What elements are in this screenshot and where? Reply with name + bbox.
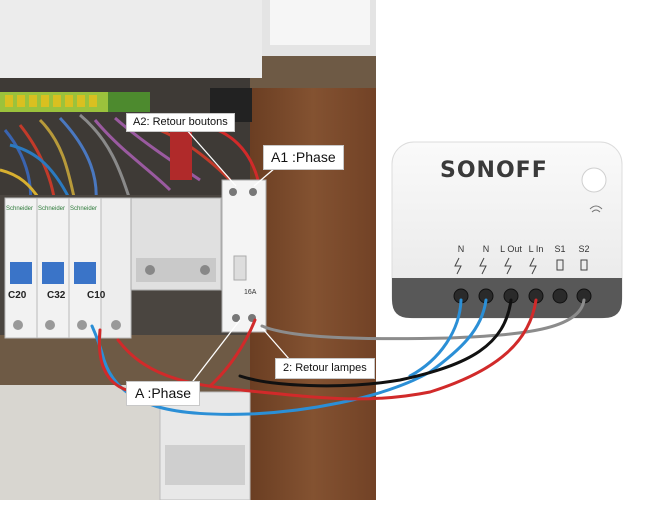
terminal-label-s1: S1	[554, 244, 566, 254]
terminal-label-n1: N	[457, 244, 465, 254]
breaker-label-c20: C20	[8, 290, 27, 301]
breaker-brand-2: Schneider	[38, 206, 66, 212]
terminal-label-lout: L Out	[500, 244, 522, 254]
terminal-label-s2: S2	[578, 244, 590, 254]
breaker-brand-3: Schneider	[70, 206, 98, 212]
breaker-brand-1: Schneider	[6, 206, 34, 212]
callout-a2-retour-boutons: A2: Retour boutons	[126, 113, 235, 133]
contactor-rating: 16A	[244, 289, 257, 296]
terminal-label-lin: L In	[528, 244, 544, 254]
callout-a-phase: A :Phase	[126, 381, 201, 406]
callout-retour-lampes: 2: Retour lampes	[275, 358, 375, 380]
breaker-label-c32: C32	[47, 290, 66, 301]
breaker-label-c10: C10	[87, 290, 106, 301]
terminal-label-n2: N	[482, 244, 490, 254]
device-brand-logo: SONOFF	[440, 158, 548, 183]
callout-a1-phase: A1 :Phase	[263, 145, 344, 170]
